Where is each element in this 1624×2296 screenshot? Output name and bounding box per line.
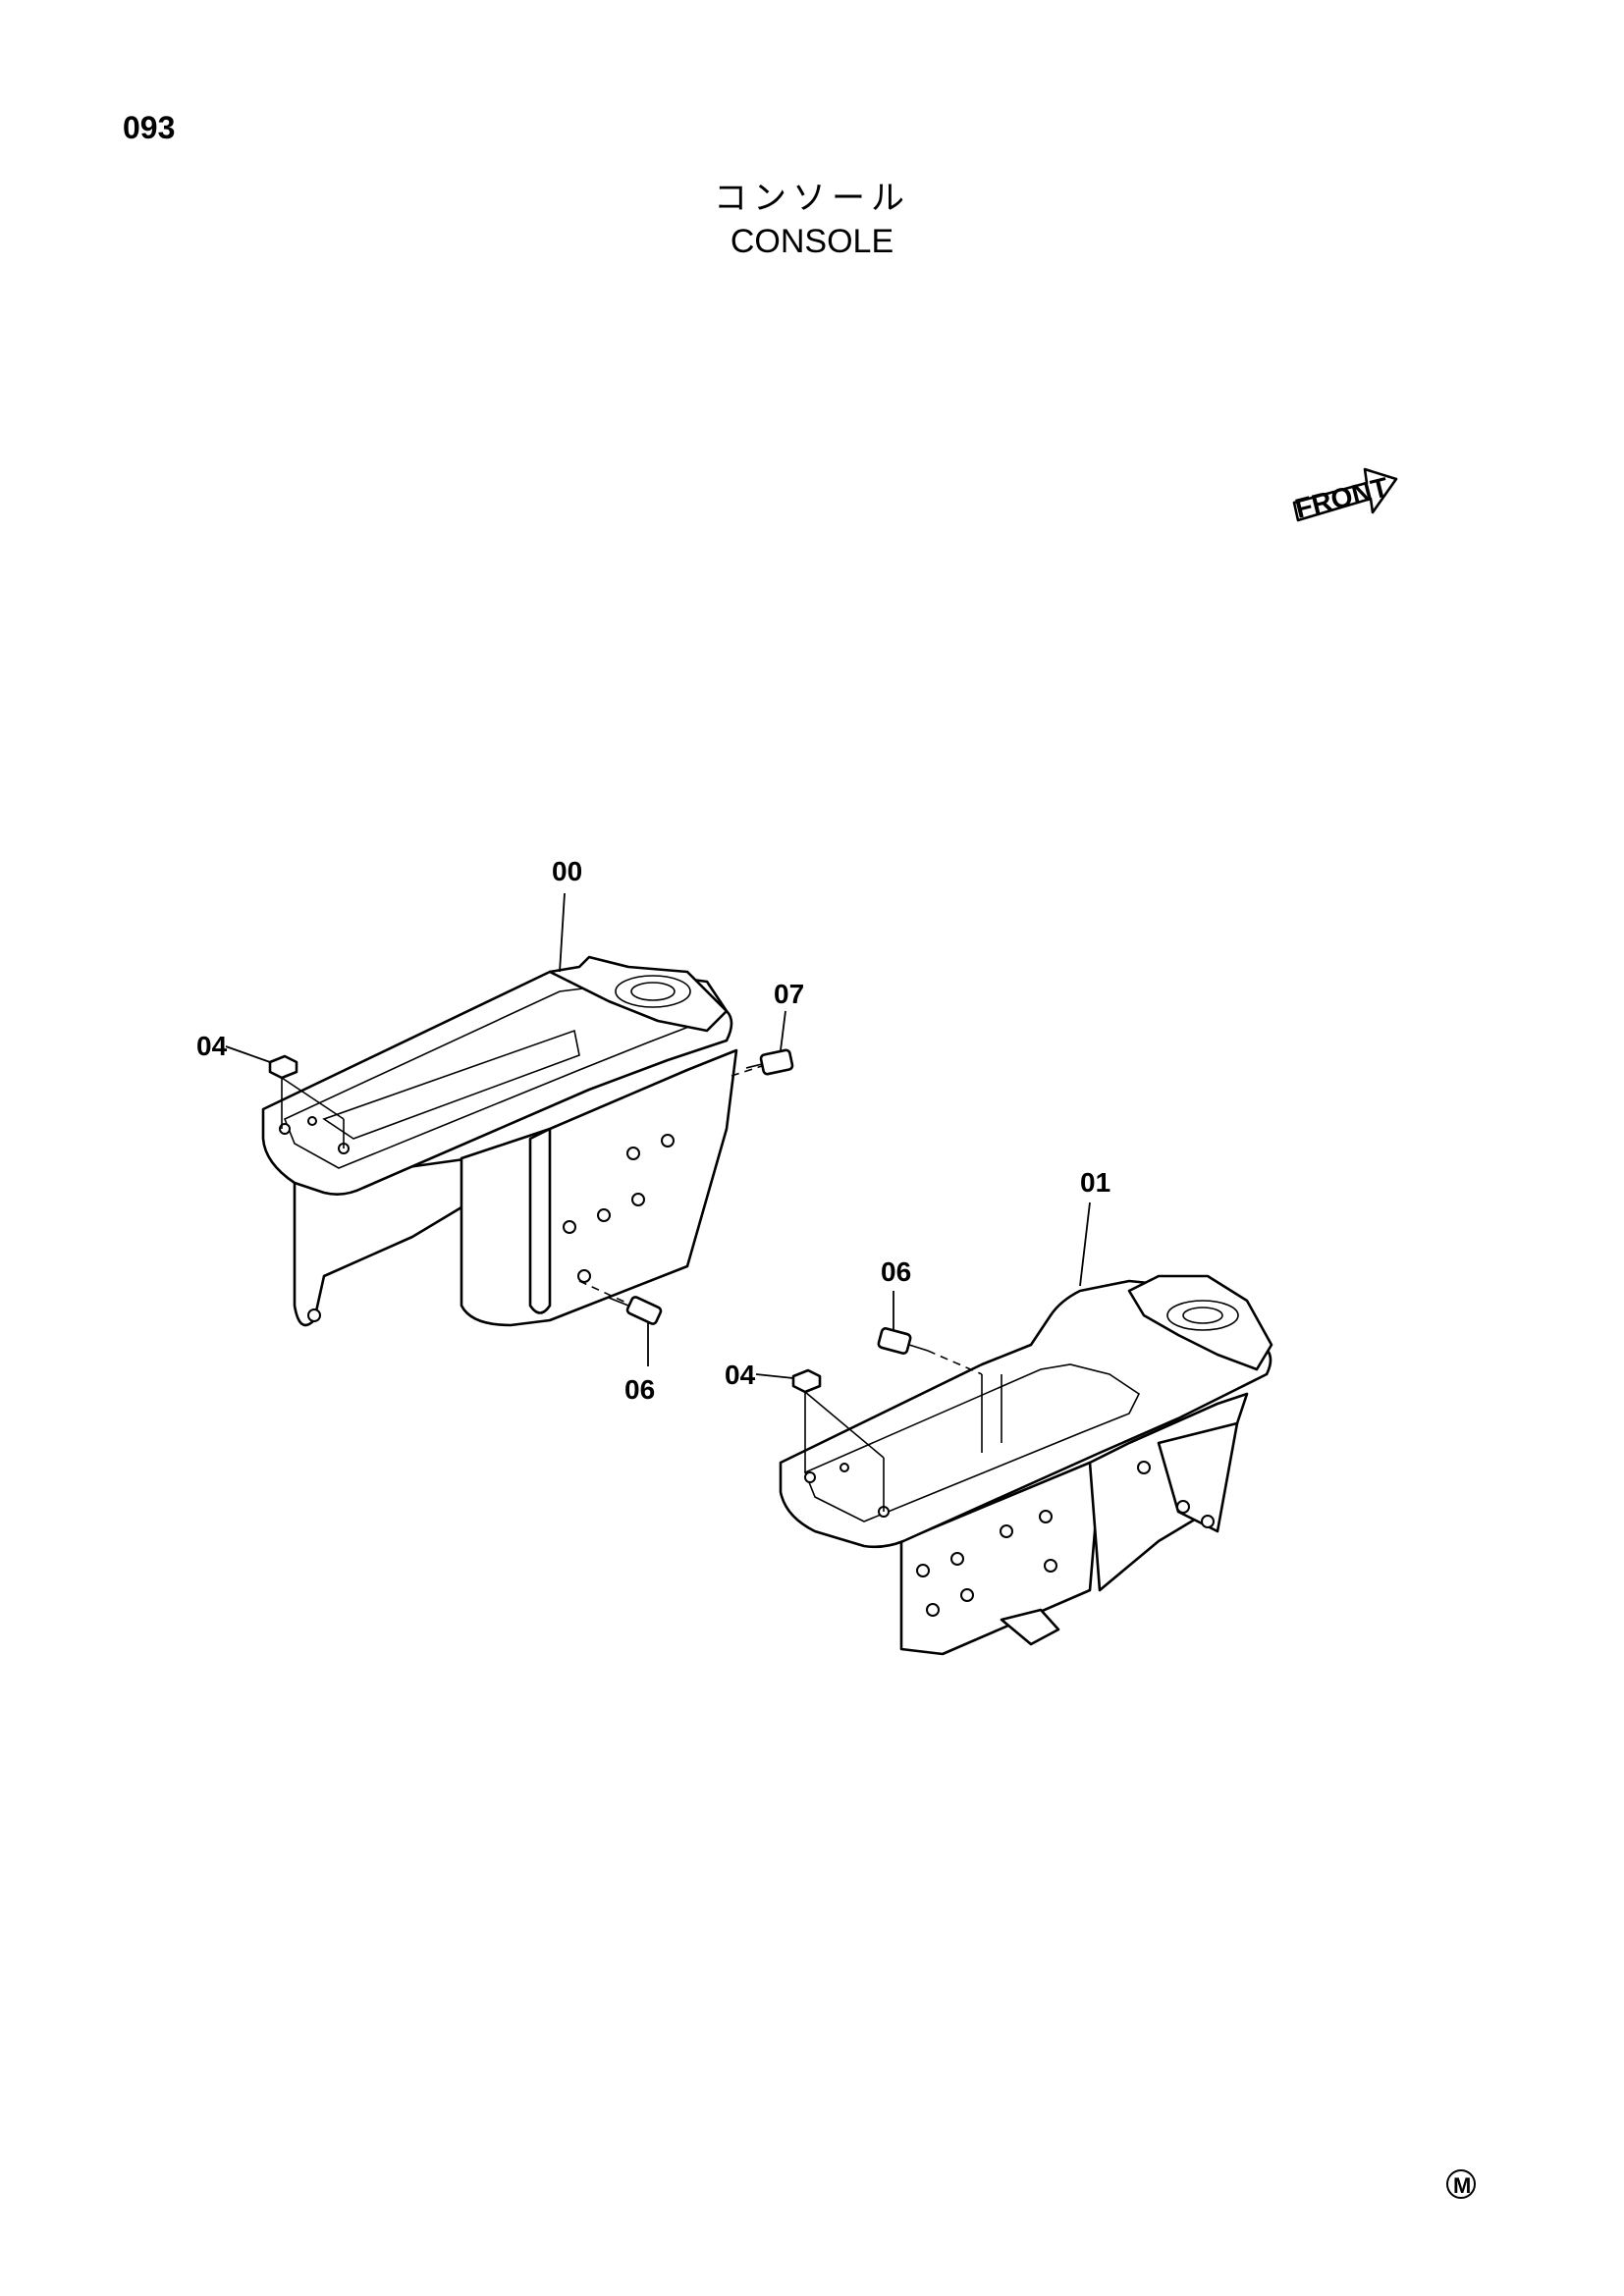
guide-06-left bbox=[578, 1280, 629, 1305]
bolt-06-left bbox=[608, 1296, 663, 1325]
guide-07 bbox=[731, 1065, 763, 1077]
front-arrow-icon: FRONT bbox=[1292, 467, 1398, 524]
callout-06-right: 06 bbox=[881, 1256, 911, 1287]
callout-01: 01 bbox=[1080, 1167, 1110, 1198]
cap-04-right bbox=[791, 1368, 822, 1394]
cap-04-left bbox=[268, 1054, 298, 1080]
title-japanese: コンソール bbox=[714, 179, 910, 218]
callout-07: 07 bbox=[774, 979, 804, 1009]
bolt-07 bbox=[745, 1048, 794, 1076]
title-english: CONSOLE bbox=[730, 223, 894, 260]
guide-04-left-b bbox=[281, 1077, 345, 1120]
callout-06-left: 06 bbox=[624, 1374, 655, 1405]
leader-01 bbox=[1079, 1201, 1091, 1287]
leader-04-left bbox=[225, 1045, 271, 1063]
callout-00: 00 bbox=[552, 856, 582, 886]
mark-letter: M bbox=[1453, 2173, 1471, 2198]
title-block: コンソール CONSOLE bbox=[0, 177, 1624, 263]
page-number: 093 bbox=[123, 110, 176, 145]
guide-06-right bbox=[927, 1350, 983, 1375]
guide-04-right-b bbox=[804, 1391, 885, 1459]
callout-04-right: 04 bbox=[725, 1360, 756, 1390]
leader-04-right bbox=[755, 1373, 794, 1379]
leader-00 bbox=[559, 892, 566, 973]
console-assembly-00 bbox=[261, 955, 738, 1327]
bolt-06-right bbox=[877, 1327, 929, 1355]
front-label: FRONT bbox=[1292, 471, 1391, 523]
circled-mark: M bbox=[1446, 2169, 1476, 2199]
leader-07 bbox=[780, 1010, 786, 1051]
console-assembly-01 bbox=[779, 1274, 1273, 1656]
callout-04-left: 04 bbox=[196, 1031, 228, 1061]
